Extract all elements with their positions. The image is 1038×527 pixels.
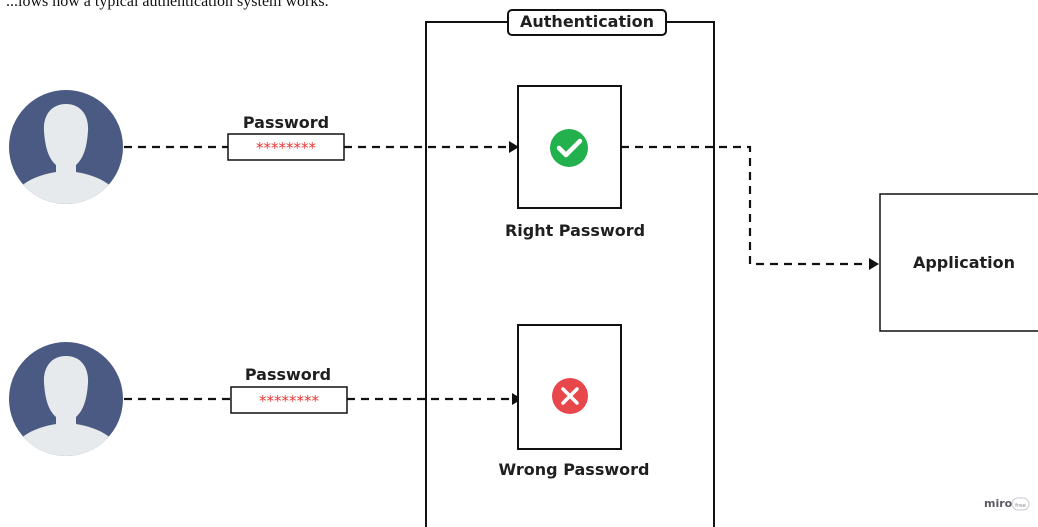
connector-to-application xyxy=(621,145,868,266)
user-avatar-1 xyxy=(9,90,123,204)
user-avatar-2 xyxy=(9,342,123,456)
x-icon xyxy=(552,378,588,414)
authentication-title-box xyxy=(507,9,667,36)
password-value-2: ******** xyxy=(259,392,320,410)
password-label-1: Password xyxy=(243,113,329,132)
avatar-head xyxy=(9,356,123,456)
caption-text: ...lows how a typical authentication sys… xyxy=(6,0,329,10)
miro-brand: miro xyxy=(984,497,1013,510)
avatar-head xyxy=(9,104,123,204)
authentication-title: Authentication xyxy=(520,12,654,31)
application-label: Application xyxy=(913,253,1015,272)
arrowhead-right-password xyxy=(509,141,519,153)
password-label-2: Password xyxy=(245,365,331,384)
right-password-label: Right Password xyxy=(505,221,645,240)
application-box xyxy=(879,193,1038,332)
arrowhead-application xyxy=(869,258,879,270)
miro-watermark: miro free xyxy=(984,497,1030,511)
wrong-password-label: Wrong Password xyxy=(499,460,650,479)
password-field-2 xyxy=(230,386,348,414)
miro-tier-badge xyxy=(1011,497,1030,511)
check-icon xyxy=(550,129,588,167)
miro-tier: free xyxy=(1015,503,1026,509)
password-value-1: ******** xyxy=(256,139,317,157)
